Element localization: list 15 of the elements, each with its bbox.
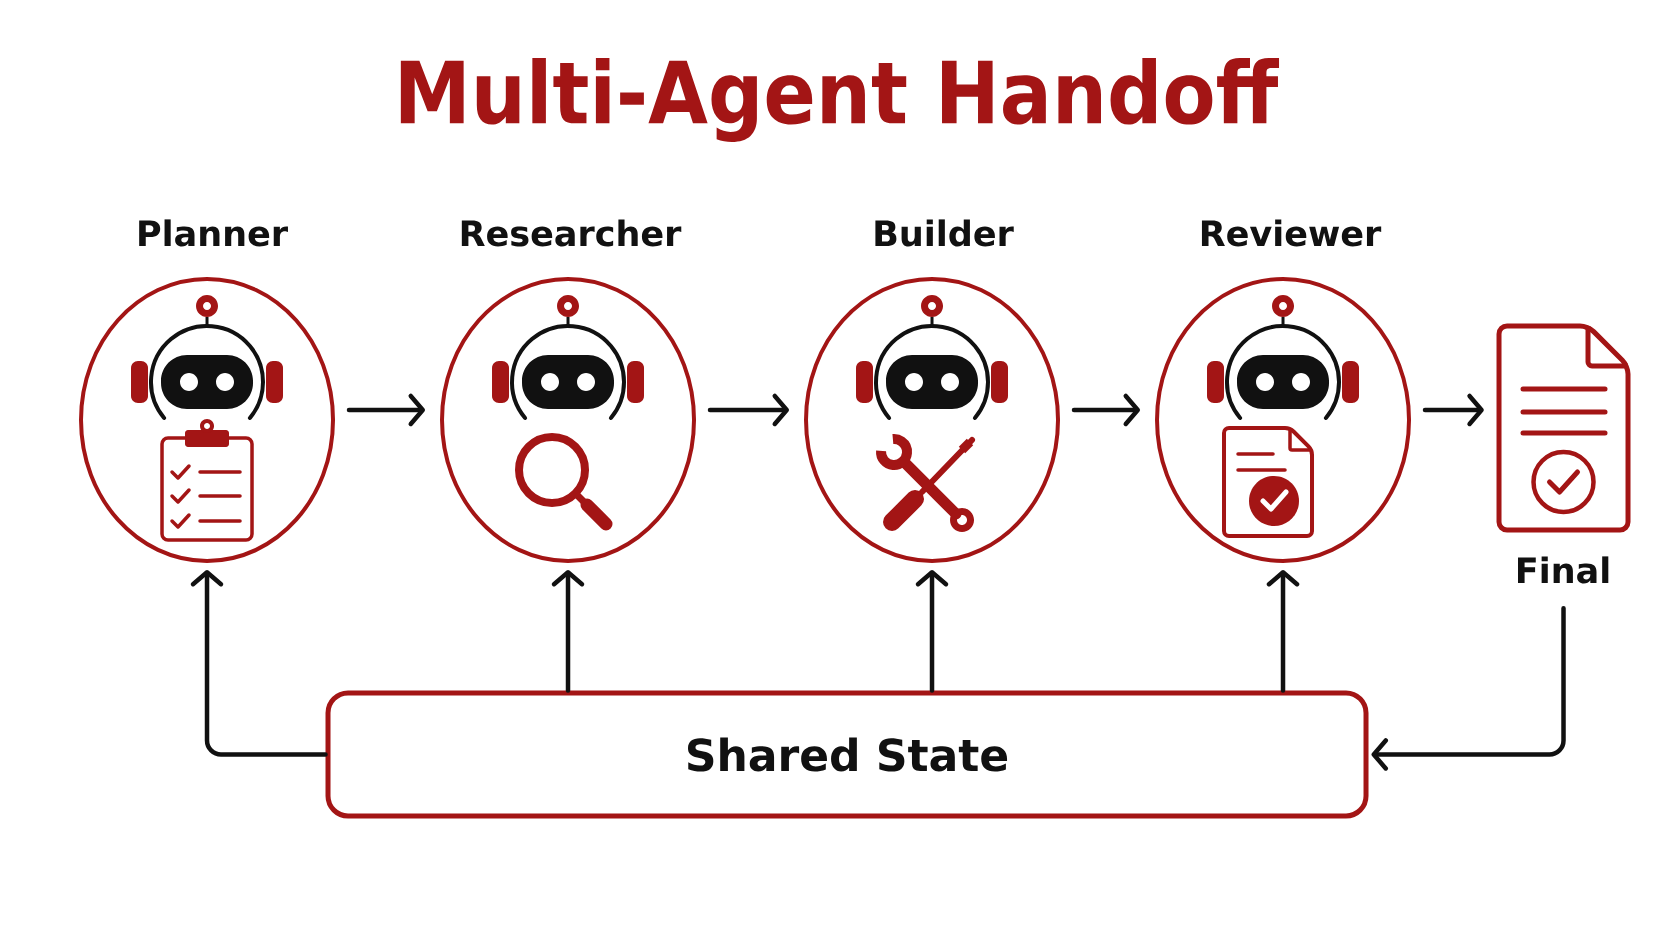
arrow — [1266, 570, 1300, 693]
node-label: Final — [1518, 556, 1609, 584]
agent-label: Researcher — [461, 219, 682, 247]
agent-label: Builder — [875, 219, 1014, 247]
arrow — [346, 393, 425, 427]
arrow — [915, 570, 949, 693]
arrow — [1071, 393, 1140, 427]
state-box: Shared State — [325, 690, 1369, 819]
agent-label: Reviewer — [1201, 219, 1382, 247]
title: Multi-Agent Handoff — [400, 58, 1279, 142]
arrow — [551, 570, 585, 693]
arrow — [707, 393, 789, 427]
arrow — [1371, 605, 1566, 771]
arrow — [190, 570, 328, 757]
agent-label: Planner — [139, 219, 288, 247]
